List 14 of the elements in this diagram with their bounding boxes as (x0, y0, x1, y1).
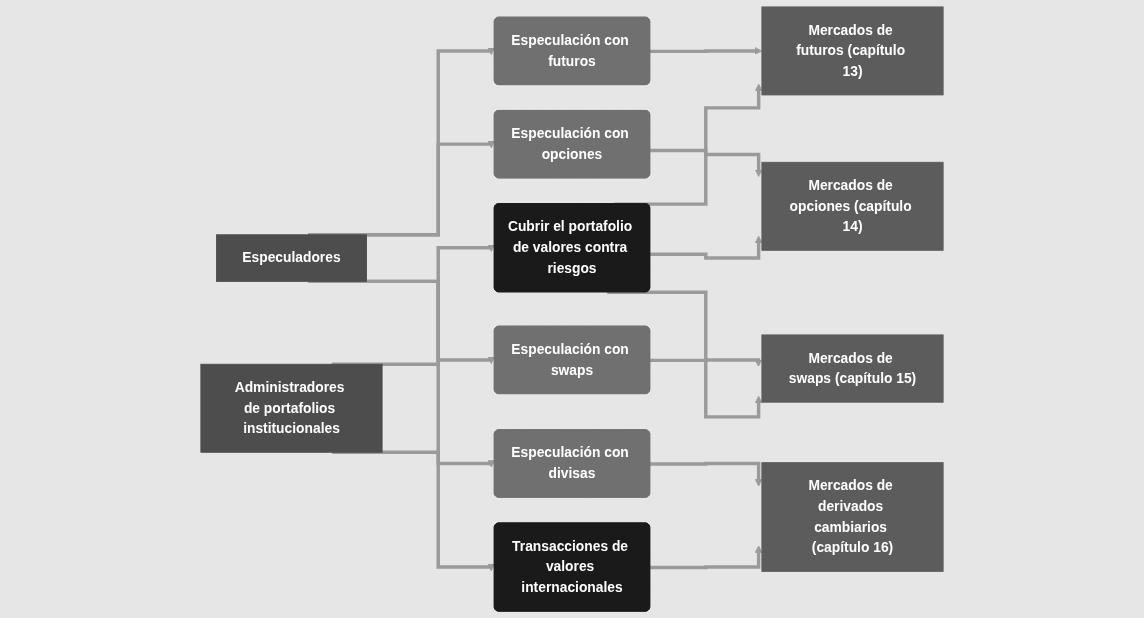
node-box: Mercados de futuros (capítulo 13) (761, 6, 944, 96)
arrow (650, 461, 763, 487)
arrow (650, 47, 763, 55)
arrow (650, 235, 763, 260)
arrow (650, 358, 763, 367)
node-box: Mercados de derivados cambiarios (capítulo 16) (761, 462, 944, 572)
node-box: Mercados de opciones (capítulo 14) (761, 161, 944, 251)
node-box: Administradores de portafolios institucionales (200, 363, 383, 453)
node-box: Mercados de swaps (capítulo 15) (761, 334, 944, 403)
arrow (650, 545, 763, 570)
arrow (607, 290, 763, 419)
arrow (650, 148, 763, 177)
node-box: Especuladores (216, 234, 367, 282)
arrow (331, 244, 496, 366)
